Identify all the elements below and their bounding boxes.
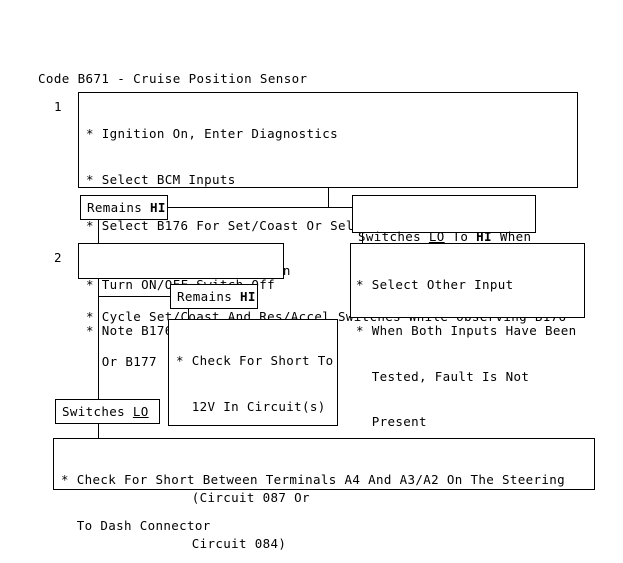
short12v-line-1: * Check For Short To	[176, 353, 334, 369]
terminals-line-1: * Check For Short Between Terminals A4 A…	[61, 472, 566, 488]
lo-underline-2: LO	[132, 404, 149, 419]
hi-bold-2: HI	[476, 229, 492, 245]
step-1-line-2: * Select BCM Inputs	[86, 172, 236, 188]
step-number-2: 2	[54, 250, 62, 265]
short12v-line-4: (Circuit 087 Or	[176, 490, 310, 506]
switches-lo-label: Switches LO	[62, 404, 149, 419]
select-other-input-box: * Select Other Input * When Both Inputs …	[350, 243, 585, 475]
remains-hi-1-box: Remains HI	[80, 195, 168, 220]
check-terminals-box: * Check For Short Between Terminals A4 A…	[53, 438, 595, 533]
switches-lo-box: Switches LO	[55, 399, 160, 424]
remains-hi-2-box: Remains HI	[170, 284, 258, 309]
page-title: Code B671 - Cruise Position Sensor	[38, 71, 308, 86]
step-1-box: * Ignition On, Enter Diagnostics * Selec…	[78, 92, 578, 369]
connector-remainshi1-to-step2	[98, 220, 99, 243]
connector-remainshi2-to-short12v	[188, 309, 189, 319]
connector-branch-bus	[168, 207, 353, 208]
check-terminals-text: * Check For Short Between Terminals A4 A…	[61, 442, 591, 563]
remains-hi-2-label: Remains HI	[177, 289, 256, 304]
connector-step1-stub	[328, 188, 329, 207]
short12v-line-2: 12V In Circuit(s)	[176, 399, 326, 415]
lo-underline-1: LO	[428, 229, 445, 245]
terminals-line-2: To Dash Connector	[61, 518, 211, 534]
remains-hi-1-label: Remains HI	[87, 200, 166, 215]
connector-step2-trunk	[98, 279, 99, 400]
hi-bold-1: HI	[150, 200, 166, 215]
other-input-line-2: * When Both Inputs Have Been	[356, 323, 577, 339]
hi-bold-3: HI	[240, 289, 256, 304]
step-2-box: * Turn ON/OFF Switch Off * Note B176 Or …	[78, 243, 284, 338]
connector-switcheslo-to-terminals	[98, 424, 99, 438]
step-number-1: 1	[54, 99, 62, 114]
other-input-line-3: Tested, Fault Is Not	[356, 368, 530, 384]
other-input-line-1: * Select Other Input	[356, 277, 514, 293]
short12v-line-5: Circuit 084)	[176, 535, 287, 551]
switches-lo-to-hi-box: Switches LO To HI When Pressed	[352, 195, 536, 290]
check-short-to-12v-box: * Check For Short To 12V In Circuit(s) R…	[168, 319, 338, 551]
other-input-line-4: Present	[356, 414, 427, 430]
step-1-line-1: * Ignition On, Enter Diagnostics	[86, 126, 339, 142]
connector-trunk-to-remainshi2	[98, 296, 170, 297]
connector-switcheshi-to-otherinput	[362, 233, 363, 243]
step-1-line-6: Or B177	[86, 354, 157, 370]
switches-lo-to-hi-line-1: Switches LO To HI When	[358, 229, 532, 245]
